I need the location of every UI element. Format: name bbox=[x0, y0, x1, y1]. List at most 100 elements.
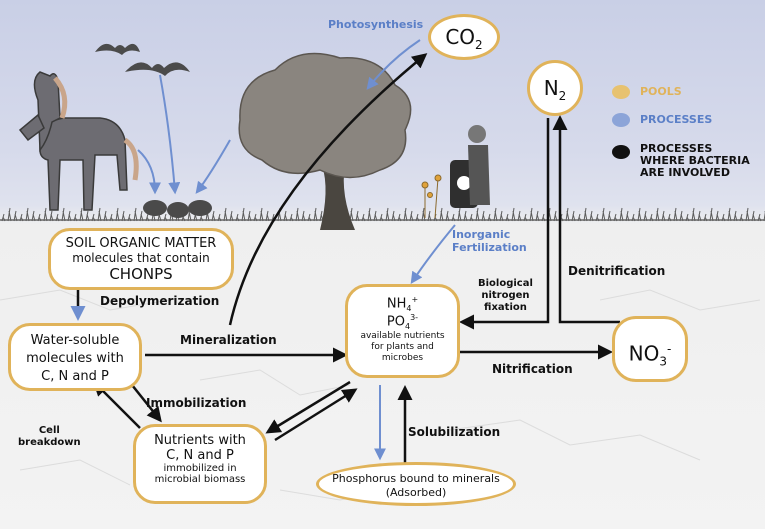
bnf-line3: fixation bbox=[484, 302, 527, 313]
inorganic-fert-line2: Fertilization bbox=[452, 241, 527, 254]
soil-cracks bbox=[0, 289, 761, 501]
grass-blade bbox=[97, 207, 102, 222]
grass-blade bbox=[595, 213, 600, 222]
grass-blade bbox=[499, 210, 504, 222]
grass-blade bbox=[127, 213, 132, 222]
grass-blade bbox=[553, 210, 558, 222]
bacteria-legend-label: PROCESSES WHERE BACTERIA ARE INVOLVED bbox=[640, 143, 750, 179]
processes-legend-label: PROCESSES bbox=[640, 113, 713, 126]
grass-blade bbox=[247, 210, 252, 222]
cell-breakdown-line1: Cell bbox=[38, 425, 60, 436]
nutrients-line1: Nutrients with bbox=[154, 433, 246, 448]
inorganic-fertilization-label: Inorganic Fertilization bbox=[452, 228, 527, 254]
grass-blade bbox=[295, 207, 300, 222]
grass-blade bbox=[43, 207, 48, 222]
grass-blade bbox=[649, 213, 654, 222]
grass-blade bbox=[511, 207, 516, 222]
available-nutrients-pool: NH4+ PO43- available nutrients for plant… bbox=[345, 284, 460, 378]
grass-blade bbox=[589, 210, 594, 222]
grass-blade bbox=[637, 207, 642, 222]
grass-blade bbox=[679, 210, 684, 222]
bacteria-legend-swatch bbox=[612, 145, 630, 159]
grass-blade bbox=[7, 207, 12, 222]
depolymerization-label: Depolymerization bbox=[100, 294, 220, 308]
nutrients-line3: immobilized in bbox=[163, 463, 237, 474]
grass-blade bbox=[565, 207, 570, 222]
biological-nitrogen-fixation-label: Biological nitrogen fixation bbox=[478, 278, 533, 314]
grass-blade bbox=[601, 207, 606, 222]
nitrification-label: Nitrification bbox=[492, 362, 573, 376]
som-subtitle: molecules that contain bbox=[72, 251, 210, 265]
grass-blade bbox=[487, 213, 492, 222]
grass-blade bbox=[691, 207, 696, 222]
grass-blade bbox=[631, 213, 636, 222]
bacteria-line2: WHERE BACTERIA bbox=[640, 154, 750, 167]
grass-blade bbox=[715, 210, 720, 222]
grass-blade bbox=[55, 213, 60, 222]
grass-blade bbox=[301, 210, 306, 222]
nutrients-line4: microbial biomass bbox=[154, 474, 246, 485]
phosphorus-line2: (Adsorbed) bbox=[385, 486, 447, 499]
pools-legend-swatch bbox=[612, 85, 630, 99]
grass-blade bbox=[445, 210, 450, 222]
nitrate-sup: - bbox=[667, 342, 672, 356]
som-elements: CHONPS bbox=[109, 265, 173, 283]
grass-blade bbox=[607, 210, 612, 222]
grass-blade bbox=[367, 207, 372, 222]
soil-organic-matter-pool: SOIL ORGANIC MATTER molecules that conta… bbox=[48, 228, 234, 290]
cell-breakdown-line2: breakdown bbox=[18, 437, 81, 448]
grass-blade bbox=[19, 213, 24, 222]
water-soluble-line2: molecules with bbox=[26, 351, 124, 366]
nitrate-label: NO bbox=[628, 341, 660, 366]
grass-blade bbox=[217, 213, 222, 222]
grass-blade bbox=[79, 207, 84, 222]
ammonium-sub: 4 bbox=[406, 303, 412, 313]
grass-blade bbox=[493, 207, 498, 222]
co2-pool: CO2 bbox=[428, 14, 500, 60]
phosphate-sub: 4 bbox=[405, 321, 411, 331]
grass-blade bbox=[373, 210, 378, 222]
phosphate-sup: 3- bbox=[410, 312, 419, 322]
grass-blade bbox=[535, 210, 540, 222]
grass-blade bbox=[475, 207, 480, 222]
grass-blade bbox=[733, 210, 738, 222]
grass-blade bbox=[457, 207, 462, 222]
grass-blade bbox=[415, 213, 420, 222]
nitrate-pool: NO3- bbox=[612, 316, 688, 382]
grass-blade bbox=[613, 213, 618, 222]
grass-blade bbox=[469, 213, 474, 222]
grass-blade bbox=[31, 210, 36, 222]
grass-blade bbox=[49, 210, 54, 222]
grass-blade bbox=[739, 213, 744, 222]
pools-legend-label: POOLS bbox=[640, 85, 682, 98]
grass-blade bbox=[139, 210, 144, 222]
grass-blade bbox=[235, 213, 240, 222]
solubilization-label: Solubilization bbox=[408, 425, 501, 439]
som-title: SOIL ORGANIC MATTER bbox=[65, 236, 217, 251]
inorganic-fert-line1: Inorganic bbox=[452, 228, 511, 241]
bnf-line2: nitrogen bbox=[481, 290, 530, 301]
phosphorus-line1: Phosphorus bound to minerals bbox=[332, 472, 500, 485]
grass-blade bbox=[697, 210, 702, 222]
ammonium-text: NH bbox=[386, 296, 407, 312]
grass-blade bbox=[229, 210, 234, 222]
water-soluble-line3: C, N and P bbox=[41, 369, 109, 384]
grass-blade bbox=[265, 210, 270, 222]
available-desc3: microbes bbox=[381, 352, 424, 363]
grass-blade bbox=[37, 213, 42, 222]
grass-blade bbox=[283, 210, 288, 222]
grass-blade bbox=[667, 213, 672, 222]
available-desc1: available nutrients bbox=[360, 330, 445, 341]
n2-label: N bbox=[543, 76, 559, 100]
ammonium-label: NH4+ bbox=[348, 295, 457, 313]
water-soluble-molecules-pool: Water-soluble molecules with C, N and P bbox=[8, 323, 142, 391]
grass-blade bbox=[307, 213, 312, 222]
grass-blade bbox=[241, 207, 246, 222]
grass-blade bbox=[115, 207, 120, 222]
bnf-line1: Biological bbox=[478, 278, 533, 289]
grass-blade bbox=[571, 210, 576, 222]
grass-blade bbox=[619, 207, 624, 222]
grass-blade bbox=[703, 213, 708, 222]
grass-blade bbox=[355, 210, 360, 222]
